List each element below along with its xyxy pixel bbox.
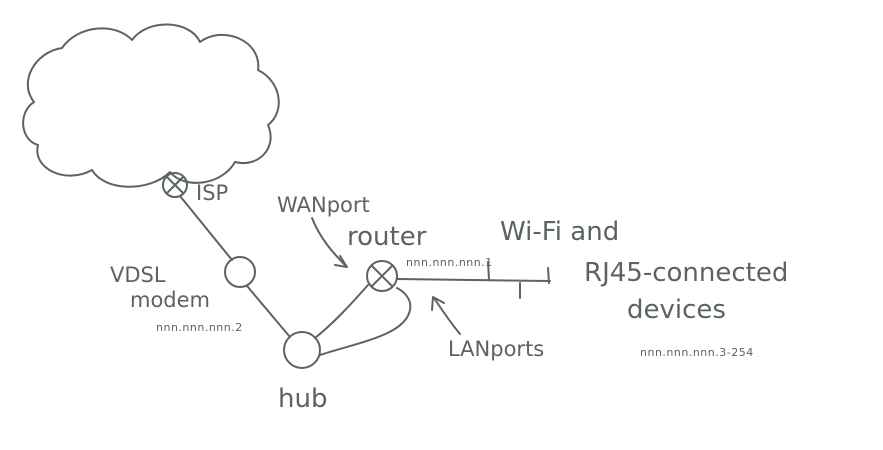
router-label: router [347,222,427,252]
router-ip-label: nnn.nnn.nnn.1 [406,256,493,269]
wan-port-label: WANport [277,193,370,217]
isp-node [162,172,188,198]
devices-label-line3: devices [627,295,726,325]
devices-label-line1: Wi-Fi and [500,217,619,247]
bus-tick-1 [487,261,490,281]
hub-router-lan-link [319,287,412,356]
wan-port-arrow [311,217,347,267]
modem-label-line1: VDSL [110,263,166,287]
lan-ports-label: LANports [448,337,544,361]
modem-label-line2: modem [130,288,210,312]
isp-modem-link [179,195,233,261]
lan-bus [396,278,551,282]
hub-label: hub [278,384,327,414]
modem-ip-label: nnn.nnn.nnn.2 [156,321,243,334]
lan-ports-arrow [433,297,461,335]
router-node [366,260,398,292]
modem-hub-link [246,285,291,338]
hub-node [283,331,321,369]
lan-arrow-head [431,296,445,311]
devices-ip-label: nnn.nnn.nnn.3-254 [640,346,754,359]
isp-label: ISP [196,181,228,205]
internet-cloud [22,23,280,188]
hub-router-wan-link [314,284,369,339]
wan-arrow-head [334,255,348,268]
bus-tick-end [547,267,550,284]
modem-node [224,256,256,288]
devices-label-line2: RJ45-connected [584,258,788,288]
